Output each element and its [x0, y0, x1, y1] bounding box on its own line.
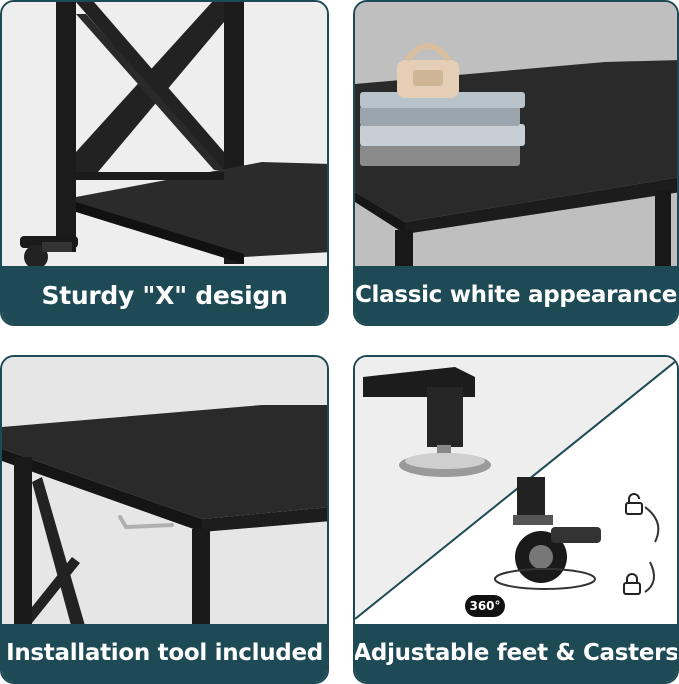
panel-sturdy-x-design: Sturdy "X" design — [0, 0, 329, 326]
lock-icon — [623, 573, 641, 595]
rotate-arrow-icon — [644, 506, 660, 543]
caption-installation-tool: Installation tool included — [2, 624, 327, 682]
caption-feet-casters: Adjustable feet & Casters — [355, 624, 677, 682]
unlock-icon — [625, 493, 643, 515]
feet-casters-photo — [355, 357, 677, 629]
panel-classic-white-appearance: Classic white appearance — [353, 0, 679, 326]
desk-corner-tool-photo — [2, 357, 327, 629]
caption-classic-white: Classic white appearance — [355, 266, 677, 324]
panel-adjustable-feet-casters: 360° Adjustable feet & Casters — [353, 355, 679, 684]
caption-sturdy-x: Sturdy "X" design — [2, 266, 327, 324]
panel-installation-tool-included: Installation tool included — [0, 355, 329, 684]
x-frame-photo — [2, 2, 327, 272]
rotation-360-badge: 360° — [465, 595, 505, 617]
desk-books-photo — [355, 2, 677, 272]
